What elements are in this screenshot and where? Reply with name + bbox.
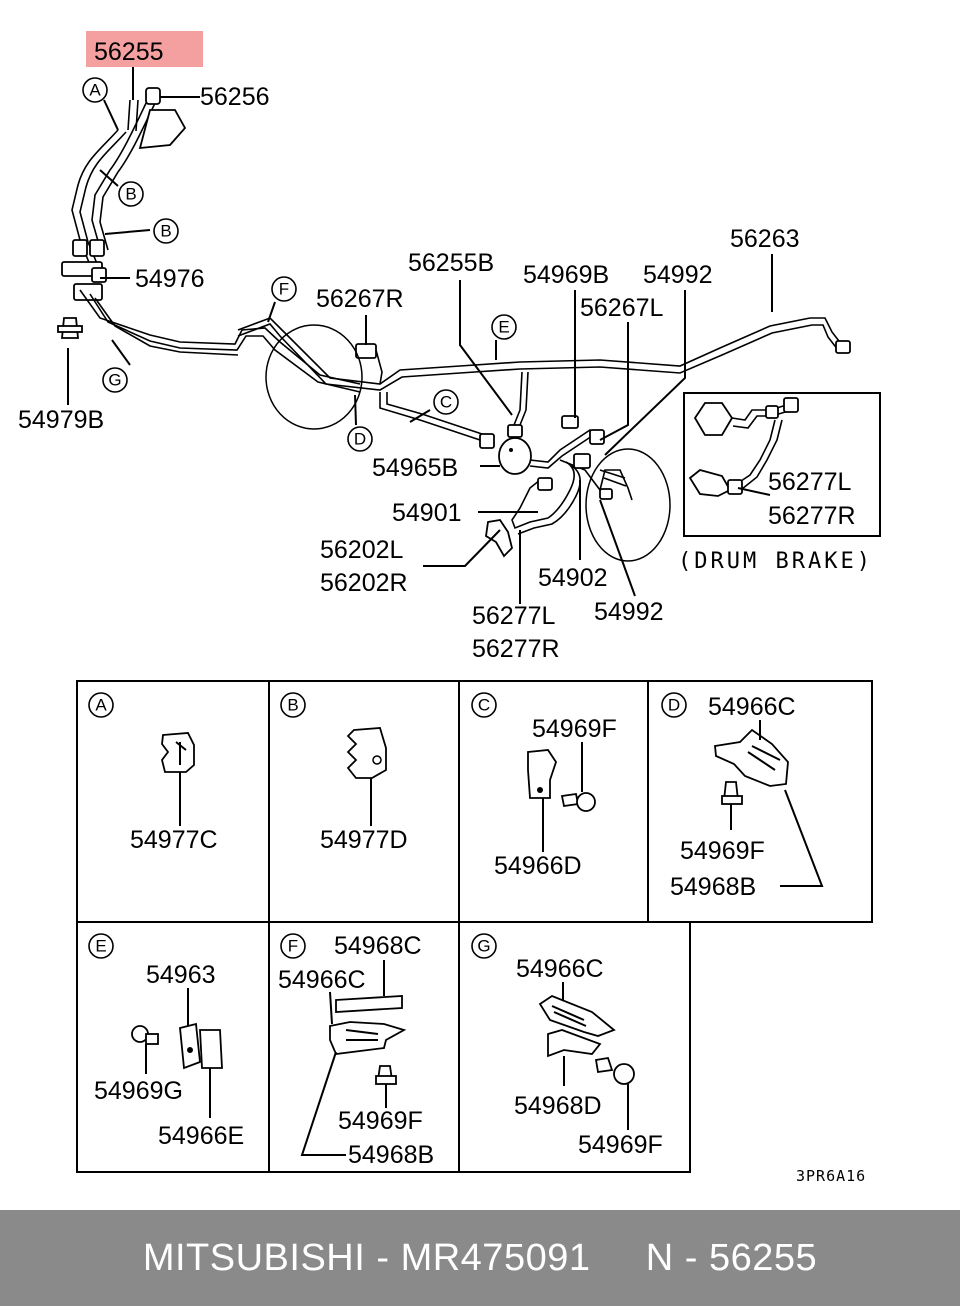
label-56255B[interactable]: 56255B (408, 249, 494, 277)
svg-text:C: C (478, 696, 490, 715)
svg-text:E: E (95, 937, 106, 956)
detail-box-a: A 54977C (88, 692, 218, 854)
label-56277R-center[interactable]: 56277R (472, 635, 560, 663)
callout-g: G (108, 371, 121, 390)
part-54963[interactable]: 54963 (146, 961, 216, 989)
part-54966C-g[interactable]: 54966C (516, 955, 604, 983)
svg-text:G: G (477, 937, 490, 956)
callout-b2: B (160, 222, 171, 241)
label-54976[interactable]: 54976 (135, 265, 205, 293)
part-54966D[interactable]: 54966D (494, 852, 582, 880)
part-54968B-d[interactable]: 54968B (670, 873, 756, 901)
proportioning-valve (498, 415, 633, 535)
callout-d: D (354, 430, 366, 449)
detail-box-c: C 54969F 54966D (471, 692, 617, 880)
detail-grid (76, 680, 873, 1173)
label-56277R-drum[interactable]: 56277R (768, 502, 856, 530)
highlight-box (86, 31, 203, 67)
part-54969G[interactable]: 54969G (94, 1077, 183, 1105)
svg-text:D: D (668, 696, 680, 715)
wheel-oval-left (265, 324, 363, 430)
wheel-oval-right (585, 448, 671, 562)
part-54977C[interactable]: 54977C (130, 826, 218, 854)
brake-line-diagram: 56255 (18, 31, 881, 1185)
label-54901[interactable]: 54901 (392, 499, 462, 527)
callout-a: A (89, 81, 101, 100)
detail-box-e: E 54963 54969G 54966E (88, 933, 244, 1150)
footer-part-info: MITSUBISHI - MR475091 N - 56255 (142, 1236, 818, 1279)
label-56255[interactable]: 56255 (94, 38, 164, 66)
bracket-56202 (485, 519, 513, 558)
leader-lines (67, 96, 773, 604)
footer-bar: MITSUBISHI - MR475091 N - 56255 (0, 1210, 960, 1306)
drum-brake-box (683, 392, 881, 537)
callout-e: E (498, 318, 509, 337)
svg-text:B: B (287, 696, 298, 715)
label-56263[interactable]: 56263 (730, 225, 800, 253)
label-56267R[interactable]: 56267R (316, 285, 404, 313)
diagram-code: 3PR6A16 (796, 1167, 866, 1185)
pipe-run-center (237, 317, 851, 449)
part-54966C-f[interactable]: 54966C (278, 966, 366, 994)
label-56256[interactable]: 56256 (200, 83, 270, 111)
callout-circles: A B B G F E C D (82, 77, 517, 452)
pipe-run-g (79, 289, 361, 393)
part-54969F-f[interactable]: 54969F (338, 1107, 423, 1135)
callout-b1: B (125, 185, 136, 204)
detail-box-f: F 54968C 54966C 54969F 54968B (278, 932, 434, 1169)
callout-f: F (279, 280, 289, 299)
part-54969F-c[interactable]: 54969F (532, 715, 617, 743)
part-54968D[interactable]: 54968D (514, 1092, 602, 1120)
label-54902[interactable]: 54902 (538, 564, 608, 592)
callout-c: C (440, 393, 452, 412)
detail-box-b: B 54977D (280, 692, 408, 854)
label-56277L-center[interactable]: 56277L (472, 602, 556, 630)
part-54966E[interactable]: 54966E (158, 1122, 244, 1150)
svg-text:F: F (288, 937, 298, 956)
part-54968B-f[interactable]: 54968B (348, 1141, 434, 1169)
pipe-bundle-upper (57, 87, 187, 339)
part-54968C-f[interactable]: 54968C (334, 932, 422, 960)
detail-box-d: D 54966C 54969F 54968B (661, 692, 824, 901)
svg-text:A: A (95, 696, 107, 715)
label-54992-top[interactable]: 54992 (643, 261, 713, 289)
part-54969F-g[interactable]: 54969F (578, 1131, 663, 1159)
drum-brake-caption: (DRUM BRAKE) (678, 549, 873, 574)
detail-box-g: G 54966C 54968D 54969F (471, 933, 663, 1159)
label-54979B[interactable]: 54979B (18, 406, 104, 434)
label-56202L[interactable]: 56202L (320, 536, 404, 564)
part-54977D[interactable]: 54977D (320, 826, 408, 854)
part-54969F-d[interactable]: 54969F (680, 837, 765, 865)
part-54966C-d[interactable]: 54966C (708, 693, 796, 721)
label-54992-bottom[interactable]: 54992 (594, 598, 664, 626)
label-56202R[interactable]: 56202R (320, 569, 408, 597)
label-56267L[interactable]: 56267L (580, 294, 664, 322)
label-54969B[interactable]: 54969B (523, 261, 609, 289)
label-54965B[interactable]: 54965B (372, 454, 458, 482)
label-56277L-drum[interactable]: 56277L (768, 468, 852, 496)
